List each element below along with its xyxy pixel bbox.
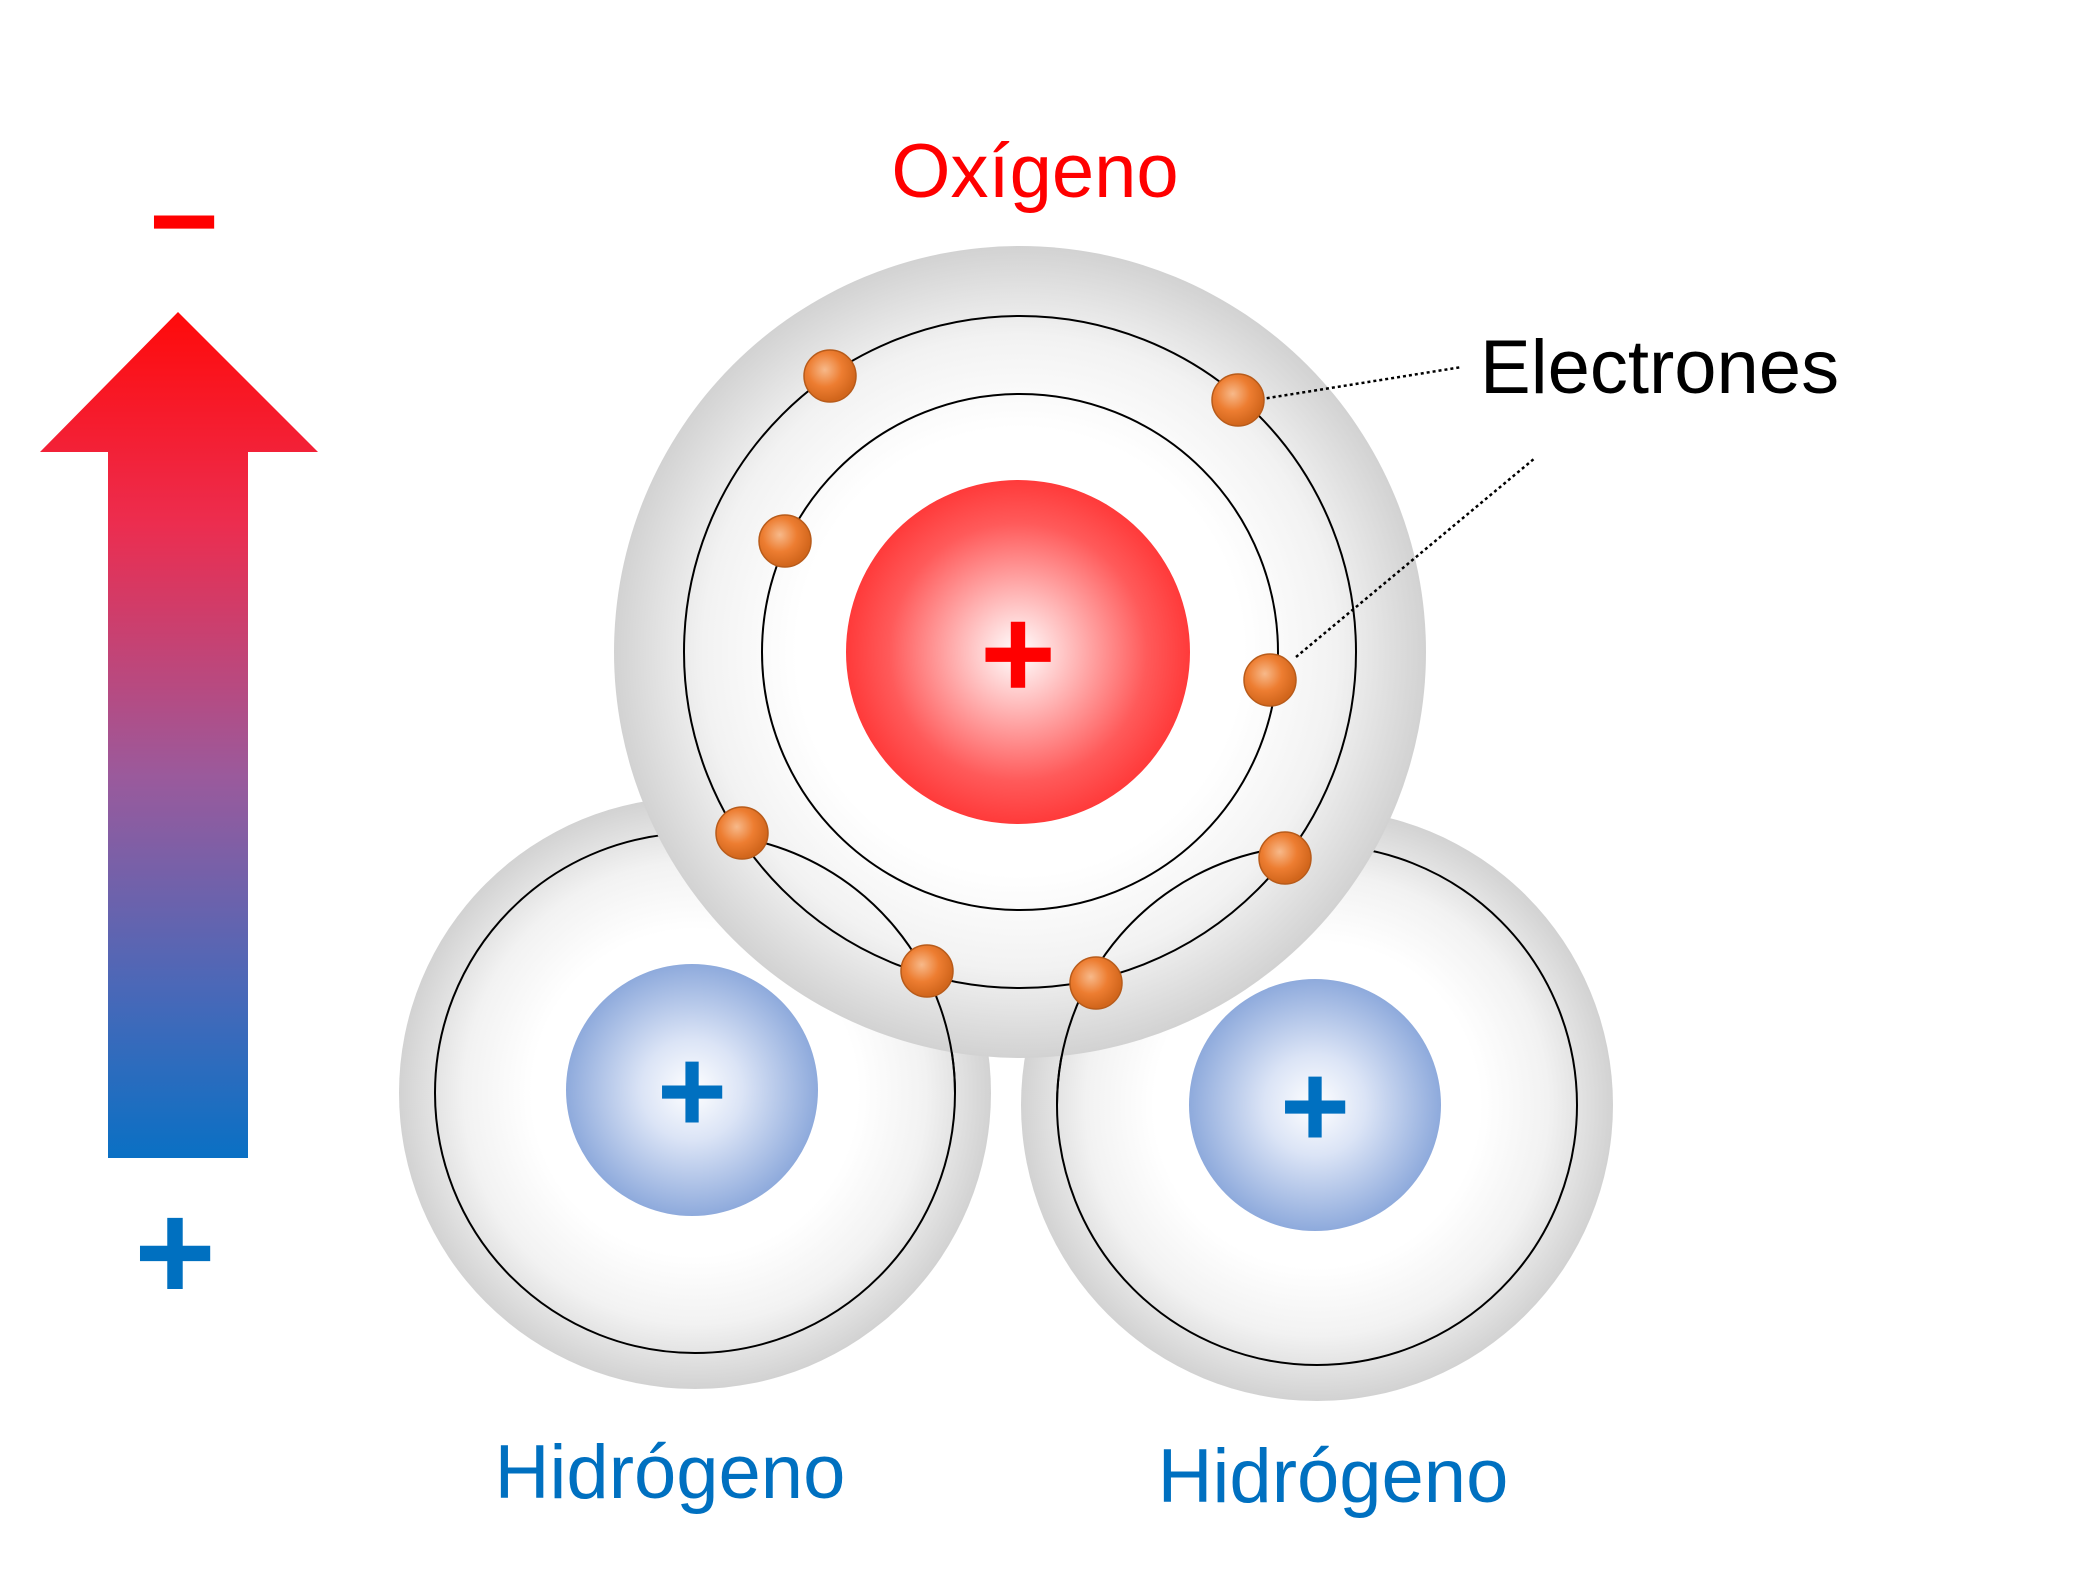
oxygen-label: Oxígeno bbox=[891, 129, 1178, 214]
hydrogen-right-label: Hidrógeno bbox=[1158, 1434, 1509, 1519]
electron-icon bbox=[900, 944, 954, 998]
polarity-arrow-icon bbox=[40, 312, 318, 1158]
oxygen-outer-orbit bbox=[683, 315, 1357, 989]
oxygen-nucleus-charge: + bbox=[980, 580, 1056, 726]
electrons-leader-line-2 bbox=[1295, 457, 1536, 658]
electron-icon bbox=[1069, 956, 1123, 1010]
electron-icon bbox=[1258, 831, 1312, 885]
oxygen-inner-orbit bbox=[761, 393, 1279, 911]
electron-icon bbox=[803, 349, 857, 403]
electrons-leader-line-1 bbox=[1242, 365, 1463, 404]
hydrogen-left-label: Hidrógeno bbox=[495, 1430, 846, 1515]
hydrogen-right-nucleus-charge: + bbox=[1280, 1039, 1350, 1173]
electrons bbox=[715, 349, 1312, 1010]
oxygen-nucleus bbox=[846, 480, 1190, 824]
electron-icon bbox=[1243, 653, 1297, 707]
electron-icon bbox=[758, 514, 812, 568]
electron-icon bbox=[1211, 373, 1265, 427]
hydrogen-left-nucleus-charge: + bbox=[657, 1024, 727, 1158]
hydrogen-left-orbit-overlap bbox=[742, 837, 956, 1094]
hydrogen-right-nucleus bbox=[1189, 979, 1441, 1231]
hydrogen-left-nucleus bbox=[566, 964, 818, 1216]
electron-icon bbox=[715, 806, 769, 860]
positive-charge-symbol: + bbox=[134, 1173, 216, 1330]
negative-charge-symbol: − bbox=[149, 154, 219, 288]
hydrogen-right-orbit-overlap bbox=[1056, 847, 1281, 1106]
electrons-label: Electrones bbox=[1480, 325, 1839, 410]
oxygen-atom: + bbox=[614, 246, 1426, 1058]
